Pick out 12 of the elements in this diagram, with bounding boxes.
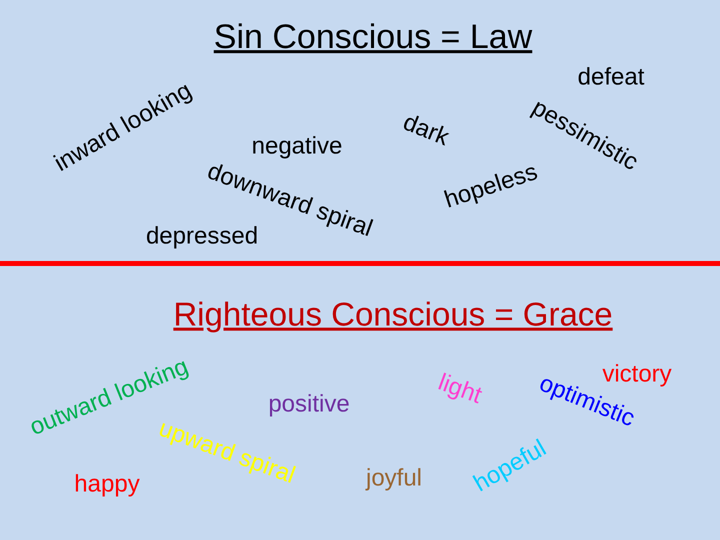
keyword: happy (74, 471, 140, 497)
section-heading: Sin Conscious = Law (214, 20, 532, 56)
keyword: negative (252, 133, 342, 159)
section-heading: Righteous Conscious = Grace (173, 298, 613, 332)
keyword: dark (400, 110, 452, 150)
keyword: defeat (578, 64, 644, 90)
keyword: joyful (366, 465, 422, 491)
keyword: positive (268, 391, 350, 417)
keyword: upward spiral (156, 416, 298, 488)
keyword: hopeless (441, 159, 541, 213)
keyword: depressed (146, 223, 258, 249)
keyword: light (435, 370, 485, 408)
